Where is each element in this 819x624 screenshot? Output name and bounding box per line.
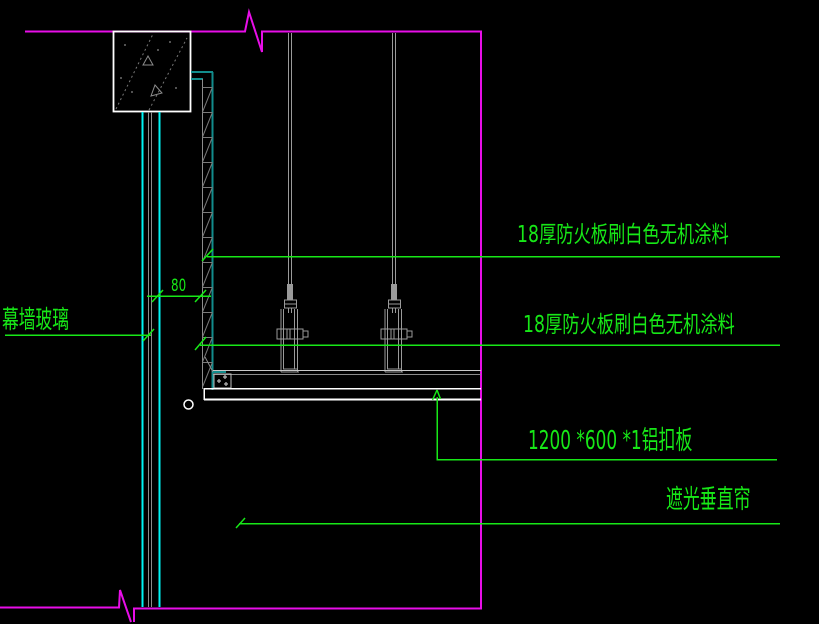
ceiling-hanger <box>276 32 309 373</box>
curtain-wall-glass <box>141 112 161 607</box>
label-fireproof-board-lower: 18厚防火板刷白色无机涂料 <box>523 312 735 338</box>
label-aluminum-panel: 1200 *600 *1铝扣板 <box>528 426 693 456</box>
leader-lines <box>5 248 780 529</box>
reference-circle <box>183 399 194 410</box>
label-curtain-wall-glass: 幕墙玻璃 <box>2 305 70 334</box>
fireproof-board-strip <box>191 71 226 390</box>
ceiling-runner <box>213 370 481 389</box>
section-outline <box>0 8 482 623</box>
label-dimension-80: 80 <box>171 276 187 296</box>
slab-section <box>112 30 192 113</box>
label-fireproof-board-upper: 18厚防火板刷白色无机涂料 <box>517 222 729 248</box>
ceiling-hanger <box>380 32 413 373</box>
concrete-hatch <box>115 33 188 111</box>
ceiling-hangers <box>276 32 413 373</box>
aluminum-panel <box>183 387 481 410</box>
label-blackout-curtain: 遮光垂直帘 <box>666 485 751 515</box>
dimension-80 <box>147 289 211 303</box>
